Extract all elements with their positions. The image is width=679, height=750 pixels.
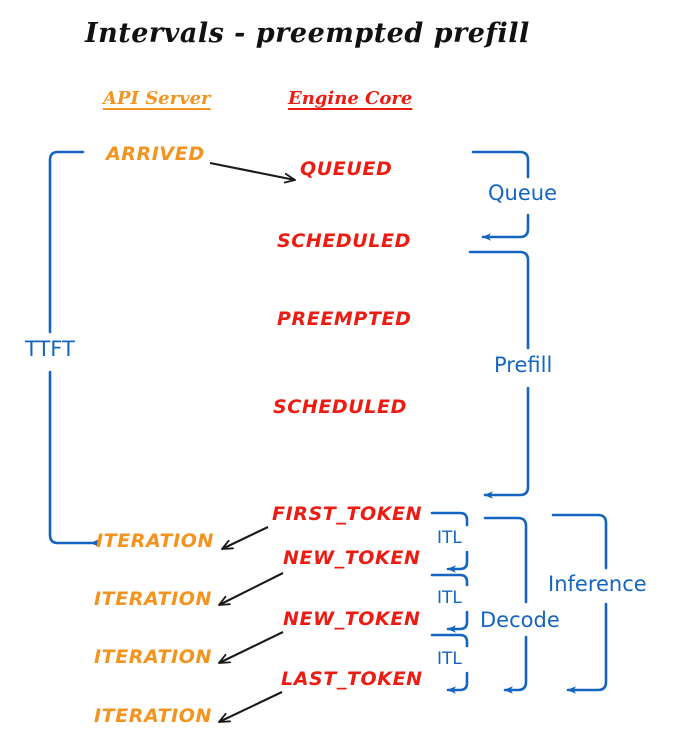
event-new-token-1: NEW_TOKEN [283, 547, 421, 569]
interval-label-ttft: TTFT [25, 337, 75, 361]
interval-label-itl-2: ITL [437, 588, 462, 608]
arrow-new-token-to-iteration-2 [219, 631, 284, 664]
interval-bracket-prefill [468, 250, 530, 499]
interval-bracket-inference [551, 513, 608, 694]
interval-bracket-itl-2 [430, 573, 469, 633]
column-header-engine-core: Engine Core [288, 88, 413, 109]
arrow-arrived-to-queued [209, 161, 295, 180]
interval-bracket-queue [471, 150, 530, 241]
interval-bracket-itl-1 [430, 511, 469, 573]
event-iteration-2: ITERATION [94, 588, 213, 610]
interval-bracket-itl-3 [430, 633, 469, 694]
event-scheduled-1: SCHEDULED [277, 230, 411, 252]
event-new-token-2: NEW_TOKEN [283, 608, 421, 630]
interval-bracket-ttft [48, 150, 100, 548]
event-last-token: LAST_TOKEN [281, 668, 423, 690]
interval-label-queue: Queue [488, 181, 557, 205]
event-iteration-4: ITERATION [94, 705, 213, 727]
event-iteration-1: ITERATION [96, 530, 215, 552]
event-first-token: FIRST_TOKEN [272, 503, 423, 525]
interval-label-decode: Decode [480, 608, 560, 632]
interval-label-itl-3: ITL [437, 649, 462, 669]
page-title: Intervals - preempted prefill [85, 18, 530, 49]
event-scheduled-2: SCHEDULED [273, 396, 407, 418]
arrow-last-token-to-iteration [219, 691, 283, 723]
arrow-new-token-to-iteration-1 [219, 572, 284, 606]
event-iteration-3: ITERATION [94, 646, 213, 668]
event-preempted: PREEMPTED [277, 308, 412, 330]
event-queued: QUEUED [300, 158, 393, 180]
event-arrived: ARRIVED [106, 143, 205, 165]
interval-label-prefill: Prefill [494, 353, 553, 377]
column-header-api-server: API Server [103, 88, 211, 109]
arrow-first-token-to-iteration [222, 526, 269, 550]
interval-label-itl-1: ITL [437, 528, 462, 548]
interval-label-inference: Inference [548, 572, 647, 596]
interval-bracket-decode [483, 516, 528, 694]
